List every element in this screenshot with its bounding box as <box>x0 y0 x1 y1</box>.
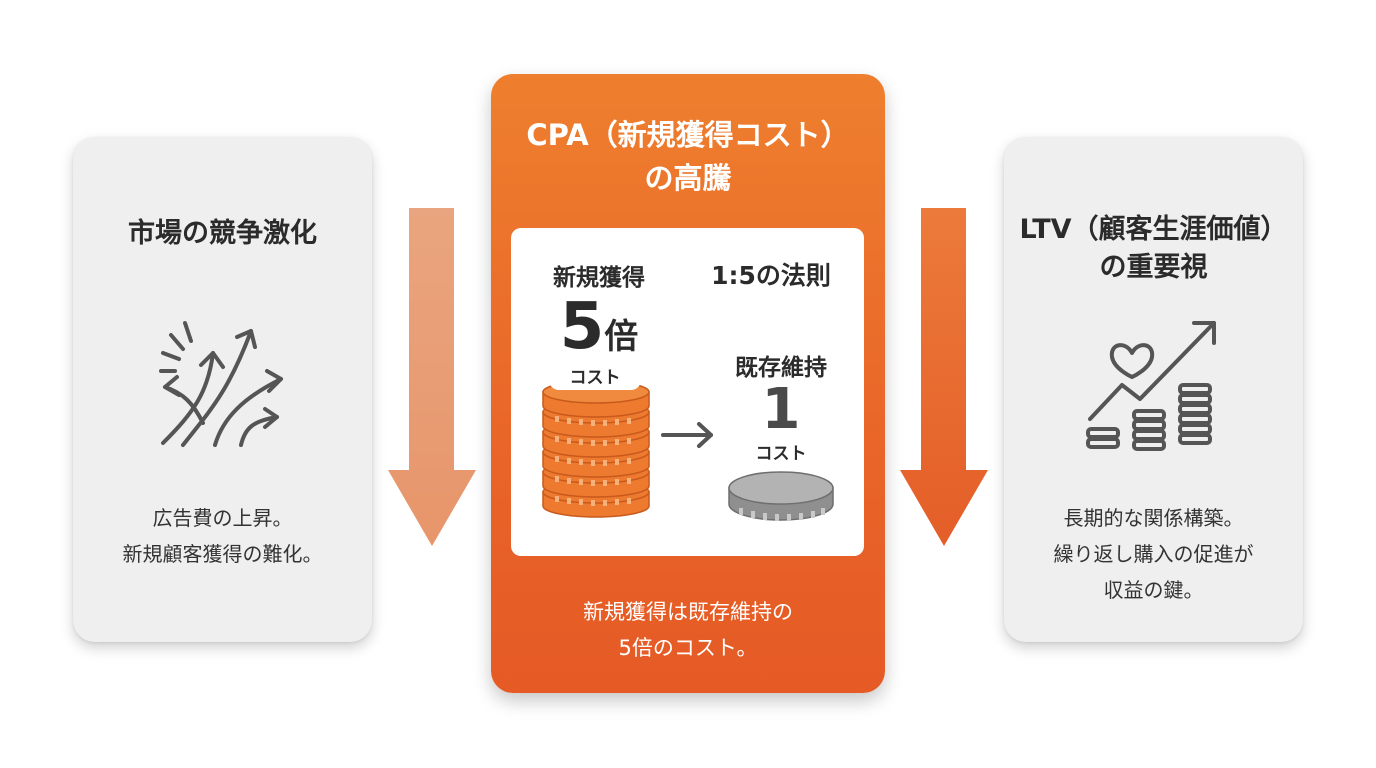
description-line: 長期的な関係構築。 <box>1063 506 1244 530</box>
ltv-importance-card: LTV（顧客生涯価値） の重要視 長期的な関係構築。 繰り返し購入の促進が 収益… <box>1004 137 1303 642</box>
cpa-rising-description: 新規獲得は既存維持の 5倍のコスト。 <box>491 594 885 666</box>
single-coin-icon <box>728 471 834 521</box>
description-line: 新規獲得は既存維持の <box>583 600 793 624</box>
retention-cost-label: コスト <box>755 444 807 464</box>
description-line: 繰り返し購入の促進が <box>1053 542 1254 566</box>
multiplier-unit: 倍 <box>604 317 639 357</box>
market-competition-title: 市場の競争激化 <box>128 218 317 249</box>
market-competition-description: 広告費の上昇。 新規顧客獲得の難化。 <box>73 500 372 572</box>
new-acquisition-cost-label: コスト <box>549 366 641 390</box>
ltv-importance-description: 長期的な関係構築。 繰り返し購入の促進が 収益の鍵。 <box>1004 500 1303 608</box>
market-competition-card: 市場の競争激化 広告費の上昇。 新規顧客獲得の難化。 <box>73 137 372 642</box>
cpa-rising-title: CPA（新規獲得コスト） の高騰 <box>491 114 885 200</box>
one-to-five-rule-panel: 新規獲得 5倍 <box>511 228 864 556</box>
title-line: CPA（新規獲得コスト） <box>526 118 850 152</box>
coin-stack-icon <box>542 380 650 518</box>
description-line: 新規顧客獲得の難化。 <box>122 542 323 566</box>
cpa-rising-card: CPA（新規獲得コスト） の高騰 新規獲得 5倍 <box>491 74 885 693</box>
description-line: 収益の鍵。 <box>1103 578 1204 602</box>
description-line: 広告費の上昇。 <box>152 506 293 530</box>
diverging-arrows-icon <box>159 321 283 447</box>
new-acquisition-multiplier: 5倍 <box>529 292 669 362</box>
right-arrow-icon <box>661 422 713 448</box>
one-to-five-rule-label: 1:5の法則 <box>711 261 831 290</box>
down-arrow-right <box>900 208 988 546</box>
retention-value: 1 <box>761 377 801 442</box>
title-line: の高騰 <box>644 161 732 195</box>
ltv-importance-title: LTV（顧客生涯価値） の重要視 <box>1004 211 1303 287</box>
title-line: の重要視 <box>1099 252 1208 283</box>
description-line: 5倍のコスト。 <box>618 636 758 660</box>
heart-growth-chart-icon <box>1086 321 1216 451</box>
new-acquisition-label: 新規獲得 <box>553 265 645 291</box>
title-line: LTV（顧客生涯価値） <box>1019 214 1288 245</box>
multiplier-number: 5 <box>559 290 605 364</box>
down-arrow-left <box>388 208 476 546</box>
retention-label: 既存維持 <box>735 355 827 381</box>
